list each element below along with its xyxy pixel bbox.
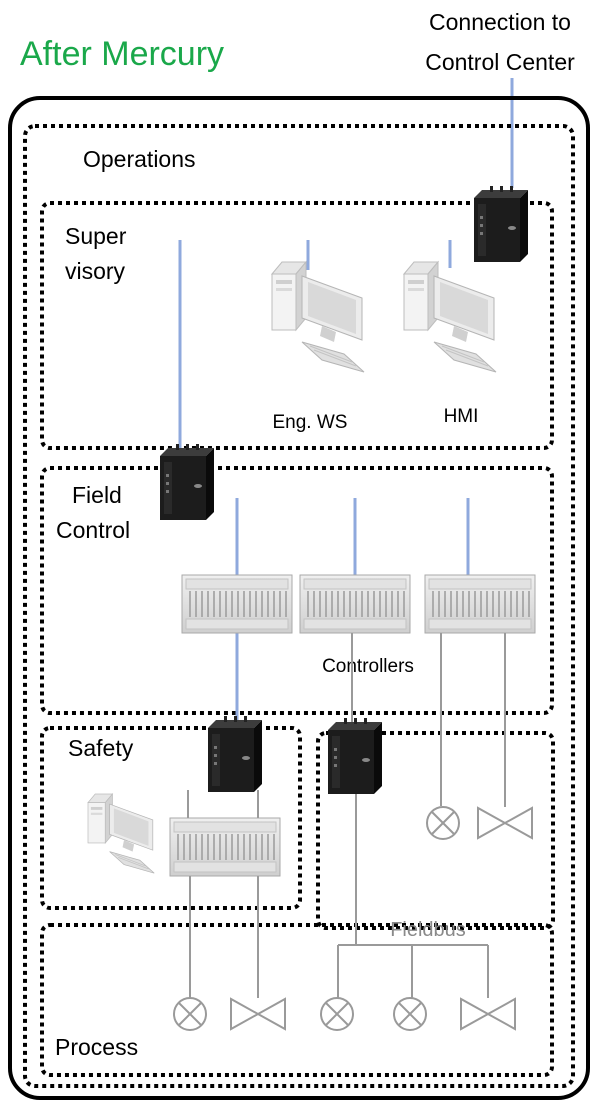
controller-rack-2 [299, 574, 411, 634]
hmi-workstation-icon [403, 261, 497, 373]
fieldbus-label: Fieldbus [390, 919, 466, 941]
firewall-safety-icon [208, 716, 262, 792]
controller-rack-1 [181, 574, 293, 634]
valve-icon-safety [230, 998, 286, 1030]
firewall-field-control-icon [160, 444, 214, 520]
safety-controller-rack [169, 817, 281, 877]
supervisory-zone [40, 201, 554, 450]
engineering-workstation-icon [271, 261, 365, 373]
sensor-icon-fieldbus-2 [393, 997, 427, 1031]
process-zone [40, 923, 554, 1077]
controller-rack-3 [424, 574, 536, 634]
connection-label-line2: Control Center [425, 49, 575, 75]
process-zone-label: Process [55, 1034, 138, 1060]
hmi-label: HMI [444, 406, 479, 427]
outer-boundary [8, 96, 590, 1100]
eng-ws-label: Eng. WS [273, 412, 348, 433]
valve-icon-right-1 [477, 807, 533, 839]
safety-zone-label: Safety [68, 735, 134, 761]
operations-zone-label: Operations [83, 146, 196, 172]
sensor-icon-right-1 [426, 806, 460, 840]
process-zone-right [316, 731, 555, 930]
firewall-process-icon [328, 718, 382, 794]
safety-zone [40, 726, 302, 910]
sensor-icon-fieldbus-1 [320, 997, 354, 1031]
sensor-icon-safety [173, 997, 207, 1031]
field-control-zone [40, 466, 554, 715]
supervisory-zone-label-line2: visory [65, 258, 126, 284]
firewall-operations-icon [474, 186, 528, 262]
operations-zone [23, 124, 575, 1088]
field-control-zone-label-line2: Control [56, 517, 130, 543]
field-control-zone-label-line1: Field [72, 482, 122, 508]
diagram-title: After Mercury [20, 35, 224, 73]
supervisory-zone-label-line1: Super [65, 223, 127, 249]
connection-label-line1: Connection to [429, 9, 571, 35]
safety-workstation-icon [87, 793, 155, 874]
valve-icon-fieldbus [460, 998, 516, 1030]
controllers-label: Controllers [322, 656, 414, 677]
